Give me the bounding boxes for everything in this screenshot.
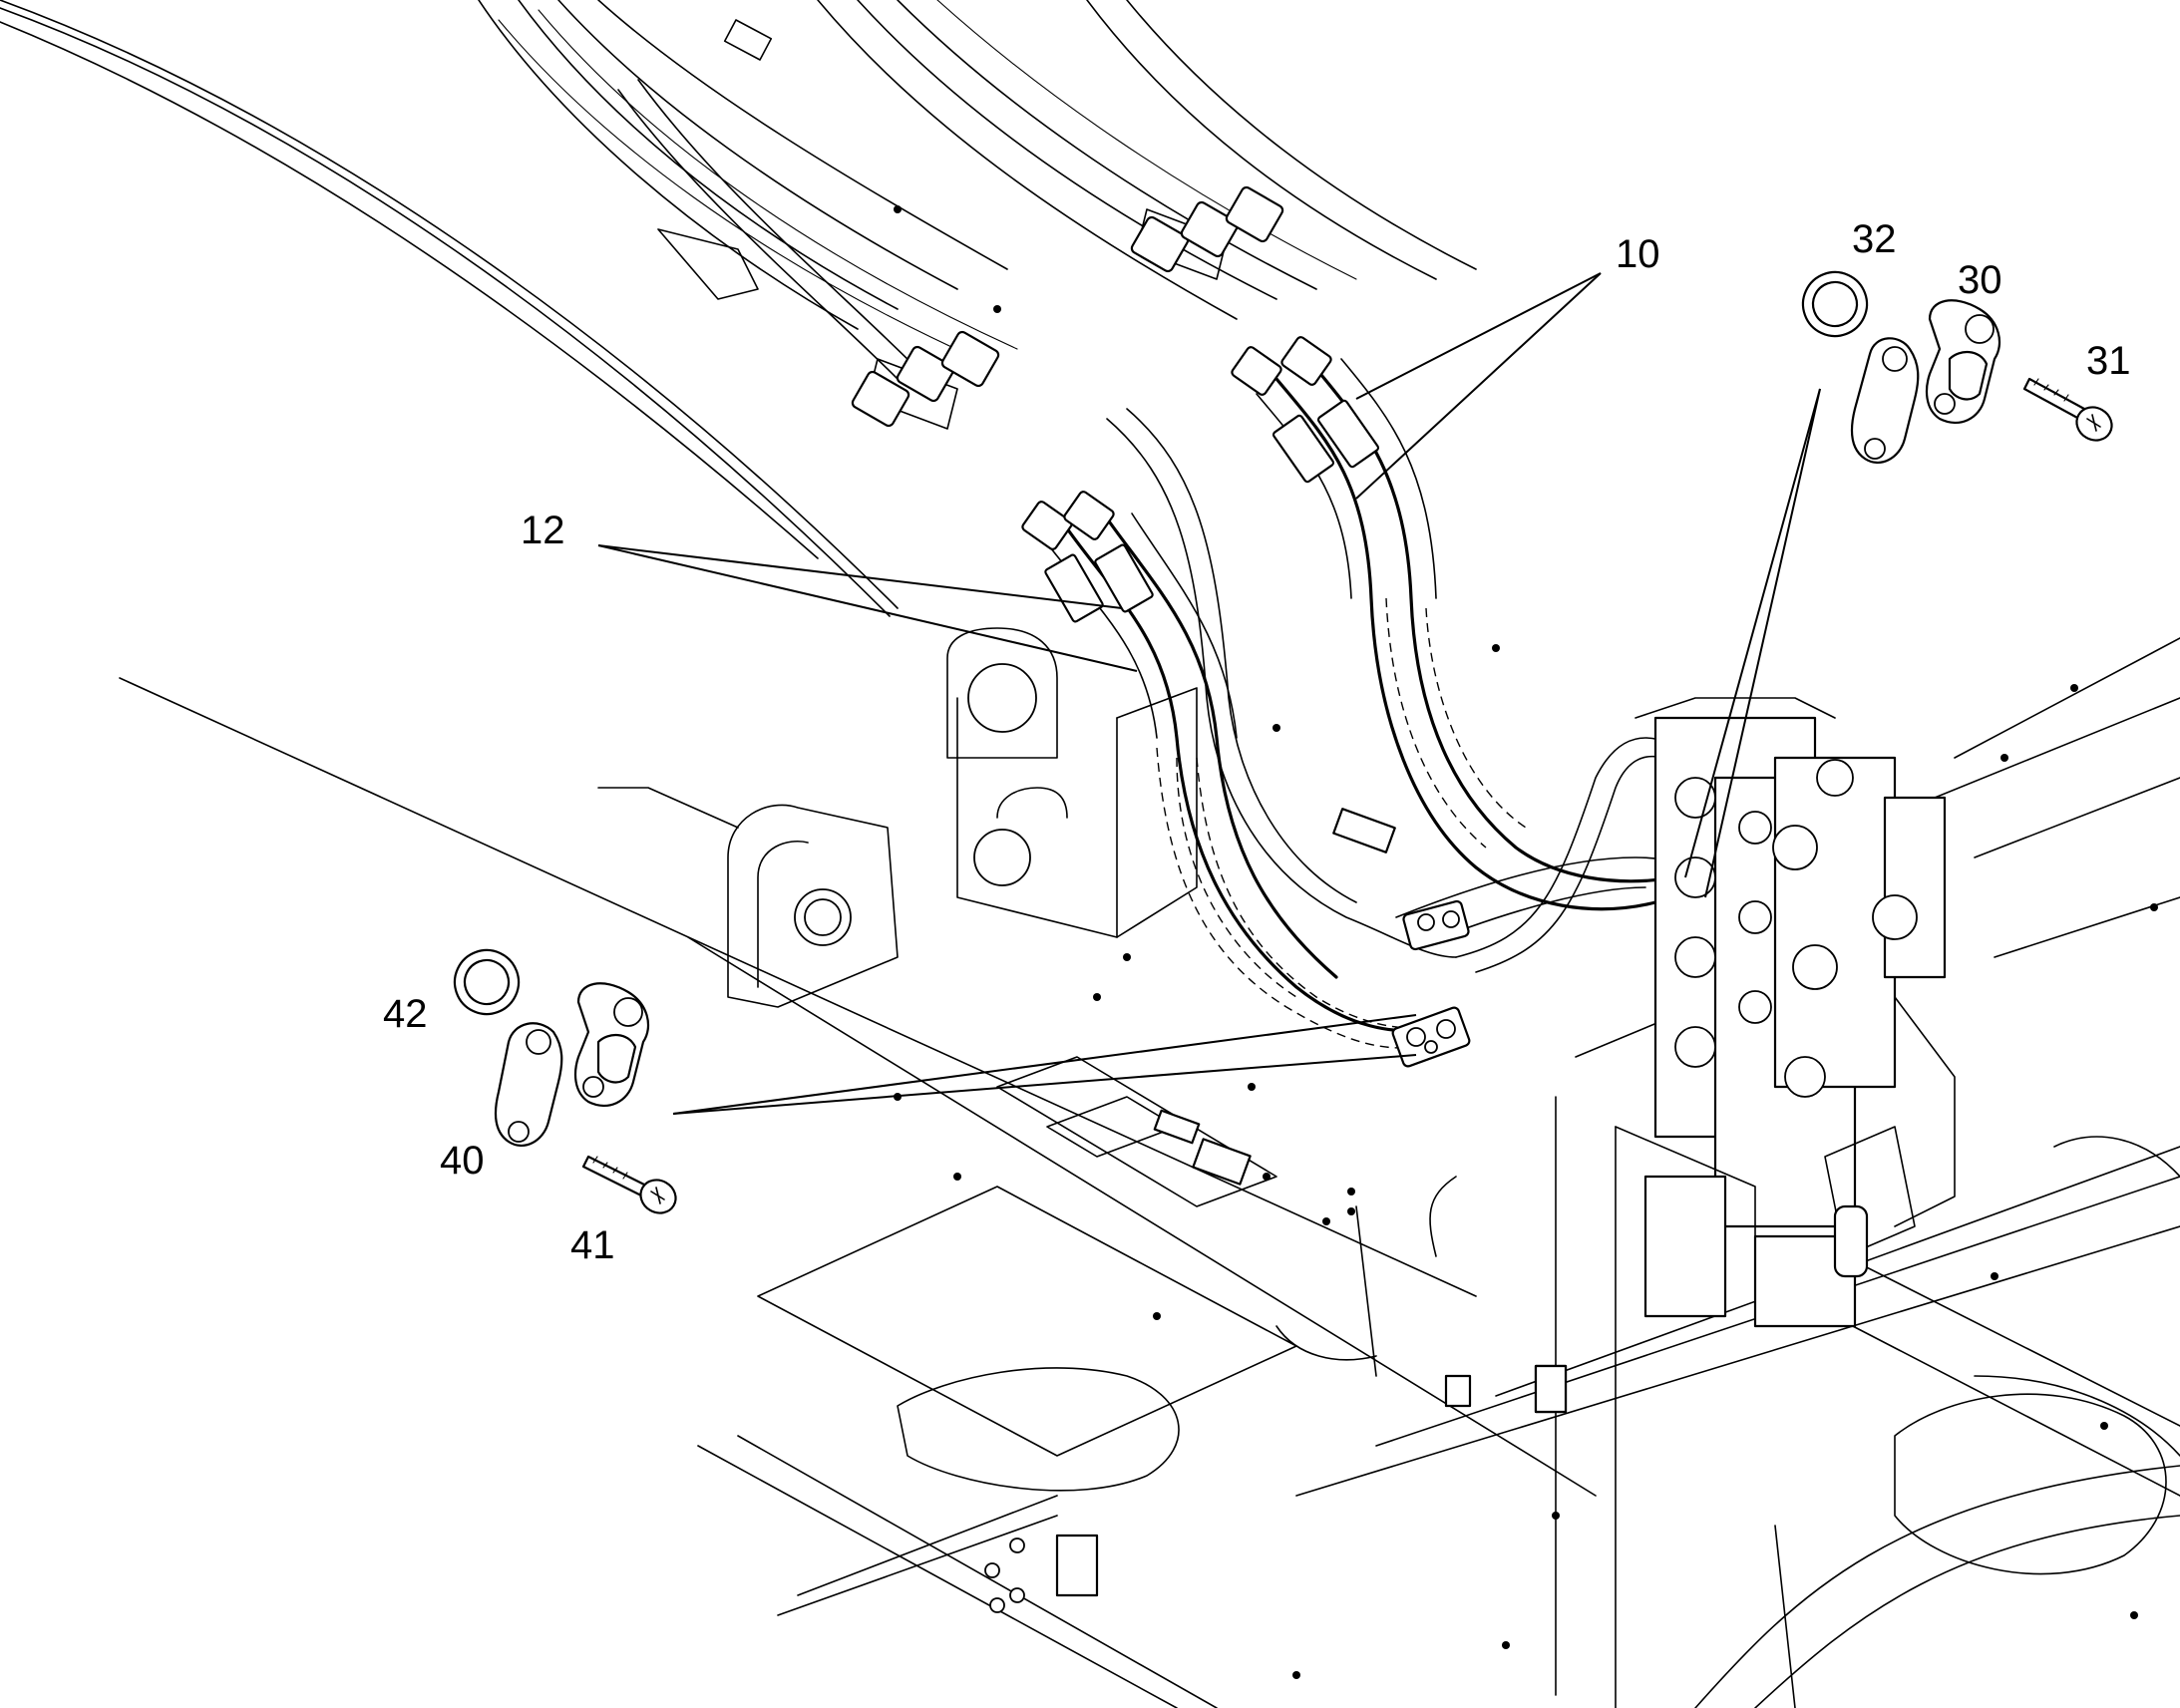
hose-group-12 bbox=[1021, 491, 1438, 1049]
boom-arm bbox=[0, 0, 1477, 617]
bolt-41 bbox=[581, 1155, 677, 1214]
leader-10b bbox=[1355, 272, 1602, 500]
o-ring-32 bbox=[1801, 270, 1869, 338]
callout-41: 41 bbox=[570, 1223, 615, 1267]
flange-set-lower bbox=[453, 948, 677, 1214]
leader-42a bbox=[672, 1014, 1417, 1115]
leader-32a bbox=[1684, 388, 1821, 878]
hose-group-10 bbox=[1231, 336, 1677, 911]
leader-10a bbox=[1355, 272, 1602, 400]
side-hoses bbox=[1106, 408, 1716, 973]
leader-12b bbox=[597, 544, 1138, 672]
leader-32b bbox=[1704, 388, 1821, 898]
boom-pivot-bracket bbox=[597, 627, 1198, 1008]
callout-12: 12 bbox=[521, 509, 565, 552]
callout-30: 30 bbox=[1958, 258, 2002, 302]
callout-42: 42 bbox=[383, 992, 428, 1036]
callout-10: 10 bbox=[1616, 232, 1660, 276]
frame-fixtures bbox=[894, 205, 2158, 1679]
callout-31: 31 bbox=[2086, 339, 2131, 383]
leader-lines bbox=[597, 272, 1821, 1115]
o-ring-42 bbox=[453, 948, 521, 1016]
callout-40: 40 bbox=[440, 1139, 485, 1183]
flange-half-30 bbox=[1925, 299, 2001, 424]
flange-set-upper bbox=[1801, 270, 2113, 465]
hose-clamps bbox=[851, 185, 1284, 428]
leader-12a bbox=[597, 544, 1123, 609]
flange-half-40 bbox=[494, 1022, 563, 1148]
flange-half-30b bbox=[1850, 337, 1920, 465]
control-valve-block bbox=[1615, 697, 1956, 1328]
leader-42b bbox=[672, 1054, 1417, 1115]
bolt-31 bbox=[2022, 377, 2113, 442]
flange-half-40b bbox=[573, 982, 650, 1107]
machine-frame bbox=[119, 637, 2180, 1708]
callout-numbers: 10 12 30 31 32 40 41 42 bbox=[383, 217, 2131, 1267]
hose-end-fittings bbox=[1391, 899, 1471, 1068]
callout-32: 32 bbox=[1852, 217, 1897, 261]
